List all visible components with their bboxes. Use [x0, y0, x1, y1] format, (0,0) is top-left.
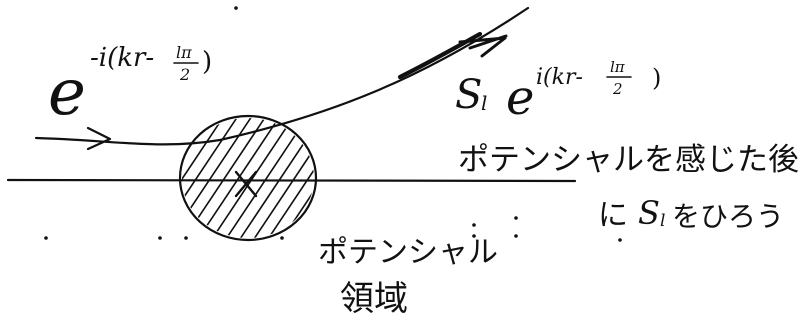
incoming-base: e — [48, 56, 86, 130]
hatch-line — [182, 118, 243, 238]
outgoing-arrow-thick-segment — [397, 31, 483, 80]
incoming-exponent: -i(kr- — [90, 43, 154, 73]
after-potential-note: ポテンシャルを感じた後 に S l をひろう — [458, 142, 799, 233]
hatch-line — [182, 118, 229, 238]
hatch-line — [235, 118, 314, 238]
incoming-wave-formula: e -i(kr- lπ 2 ) — [48, 43, 212, 130]
center-cross-mark — [234, 170, 258, 198]
hatch-line — [182, 118, 187, 238]
hatch-line — [207, 118, 299, 238]
outgoing-coef: S — [455, 72, 482, 118]
potential-region-hatching — [182, 118, 314, 238]
hatch-line — [182, 118, 215, 238]
hatch-line — [182, 118, 257, 238]
note-coef: S — [638, 194, 660, 232]
outgoing-exponent: i(kr- — [536, 65, 583, 90]
incoming-frac-den: 2 — [179, 65, 190, 84]
hatch-line — [263, 118, 314, 238]
note-line2-prefix: に — [598, 198, 628, 233]
potential-region-circle — [178, 114, 318, 242]
outgoing-base: e — [506, 70, 534, 126]
dotted-marks — [44, 6, 622, 242]
potential-label-line1: ポテンシャル — [318, 235, 498, 270]
potential-label-line2: 領域 — [340, 279, 408, 319]
outgoing-frac-den: 2 — [612, 80, 623, 98]
outgoing-wave-formula: S l e i(kr- lπ 2 ) — [455, 58, 661, 126]
outgoing-coef-sub: l — [481, 91, 487, 115]
incoming-arrow-head — [86, 126, 112, 151]
potential-region-label: ポテンシャル 領域 — [318, 235, 498, 319]
outgoing-close: ) — [652, 64, 661, 92]
hatch-line — [182, 118, 201, 238]
outgoing-frac-num: lπ — [610, 58, 626, 76]
incoming-close: ) — [202, 47, 212, 77]
incoming-frac-num: lπ — [176, 43, 192, 62]
hatch-line — [249, 118, 314, 238]
note-line2-suffix: をひろう — [672, 200, 784, 233]
note-coef-sub: l — [660, 211, 665, 231]
axis-line — [6, 178, 577, 183]
hatch-line — [221, 118, 313, 238]
note-line1: ポテンシャルを感じた後 — [458, 142, 799, 178]
particle-trajectory — [34, 6, 530, 146]
hatch-line — [193, 118, 285, 238]
